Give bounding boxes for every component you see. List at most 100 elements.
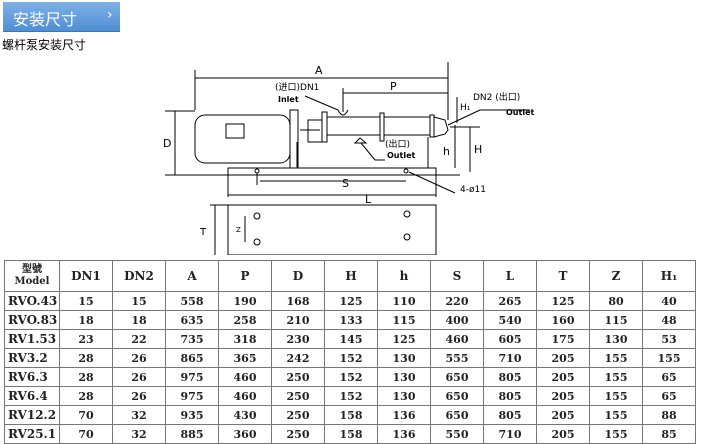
value-cell: 28 <box>59 348 113 368</box>
dim-z-label: Z <box>236 226 241 234</box>
value-cell: 15 <box>59 291 113 311</box>
value-cell: 130 <box>589 329 643 349</box>
value-cell: 805 <box>483 405 537 425</box>
dim-l-label: L <box>365 193 372 206</box>
value-cell: 650 <box>430 386 484 406</box>
value-cell: 735 <box>165 329 219 349</box>
value-cell: 460 <box>218 367 272 387</box>
value-cell: 70 <box>59 424 113 444</box>
value-cell: 22 <box>112 329 166 349</box>
value-cell: 133 <box>324 310 378 330</box>
value-cell: 88 <box>642 405 696 425</box>
value-cell: 650 <box>430 405 484 425</box>
column-header: L <box>483 260 537 292</box>
column-header: DN2 <box>112 260 166 292</box>
value-cell: 130 <box>377 348 431 368</box>
section-title: 安装尺寸 <box>13 10 78 29</box>
model-header-cn: 型號 <box>22 264 42 275</box>
value-cell: 23 <box>59 329 113 349</box>
column-header: Z <box>589 260 643 292</box>
value-cell: 115 <box>377 310 431 330</box>
value-cell: 155 <box>642 348 696 368</box>
model-header-en: Model <box>14 276 50 287</box>
dim-h1-label: H₁ <box>460 103 471 113</box>
mounting-holes <box>253 210 411 246</box>
value-cell: 205 <box>536 405 590 425</box>
value-cell: 205 <box>536 348 590 368</box>
value-cell: 85 <box>642 424 696 444</box>
value-cell: 160 <box>536 310 590 330</box>
value-cell: 558 <box>165 291 219 311</box>
value-cell: 710 <box>483 424 537 444</box>
section-banner[interactable]: 安装尺寸 › <box>3 2 120 32</box>
value-cell: 48 <box>642 310 696 330</box>
value-cell: 205 <box>536 424 590 444</box>
value-cell: 318 <box>218 329 272 349</box>
value-cell: 242 <box>271 348 325 368</box>
value-cell: 136 <box>377 405 431 425</box>
value-cell: 250 <box>271 424 325 444</box>
chevron-right-icon: › <box>107 7 113 23</box>
outlet-en-label-1: Outlet <box>506 108 534 117</box>
column-header: T <box>536 260 590 292</box>
dim-d-label: D <box>163 137 171 150</box>
value-cell: 70 <box>59 405 113 425</box>
value-cell: 430 <box>218 405 272 425</box>
value-cell: 635 <box>165 310 219 330</box>
column-header: S <box>430 260 484 292</box>
column-header: H <box>324 260 378 292</box>
value-cell: 152 <box>324 367 378 387</box>
value-cell: 555 <box>430 348 484 368</box>
model-cell: RV6.4 <box>4 386 60 406</box>
value-cell: 28 <box>59 386 113 406</box>
value-cell: 18 <box>59 310 113 330</box>
page-subtitle: 螺杆泵安装尺寸 <box>2 38 87 52</box>
value-cell: 155 <box>589 348 643 368</box>
inlet-cn-label: (进口)DN1 <box>275 82 319 93</box>
value-cell: 865 <box>165 348 219 368</box>
value-cell: 650 <box>430 367 484 387</box>
value-cell: 805 <box>483 367 537 387</box>
dim-H-label: H <box>474 143 482 156</box>
value-cell: 210 <box>271 310 325 330</box>
value-cell: 18 <box>112 310 166 330</box>
value-cell: 155 <box>589 405 643 425</box>
value-cell: 155 <box>589 367 643 387</box>
holes-label: 4-ø11 <box>460 185 486 195</box>
value-cell: 250 <box>271 367 325 387</box>
model-cell: RVO.83 <box>4 310 60 330</box>
column-header: H₁ <box>642 260 696 292</box>
value-cell: 460 <box>430 329 484 349</box>
value-cell: 205 <box>536 386 590 406</box>
dim-s-label: S <box>342 177 349 190</box>
value-cell: 885 <box>165 424 219 444</box>
dim-p-label: P <box>390 80 397 93</box>
value-cell: 460 <box>218 386 272 406</box>
value-cell: 32 <box>112 405 166 425</box>
value-cell: 250 <box>271 405 325 425</box>
value-cell: 40 <box>642 291 696 311</box>
value-cell: 935 <box>165 405 219 425</box>
value-cell: 53 <box>642 329 696 349</box>
model-cell: RV25.1 <box>4 424 60 444</box>
column-header: DN1 <box>59 260 113 292</box>
value-cell: 152 <box>324 386 378 406</box>
value-cell: 110 <box>377 291 431 311</box>
value-cell: 32 <box>112 424 166 444</box>
model-cell: RV6.3 <box>4 367 60 387</box>
value-cell: 265 <box>483 291 537 311</box>
model-cell: RV1.53 <box>4 329 60 349</box>
value-cell: 175 <box>536 329 590 349</box>
value-cell: 250 <box>271 386 325 406</box>
value-cell: 125 <box>536 291 590 311</box>
dim-h-label: h <box>443 145 450 158</box>
value-cell: 975 <box>165 386 219 406</box>
value-cell: 26 <box>112 367 166 387</box>
value-cell: 540 <box>483 310 537 330</box>
